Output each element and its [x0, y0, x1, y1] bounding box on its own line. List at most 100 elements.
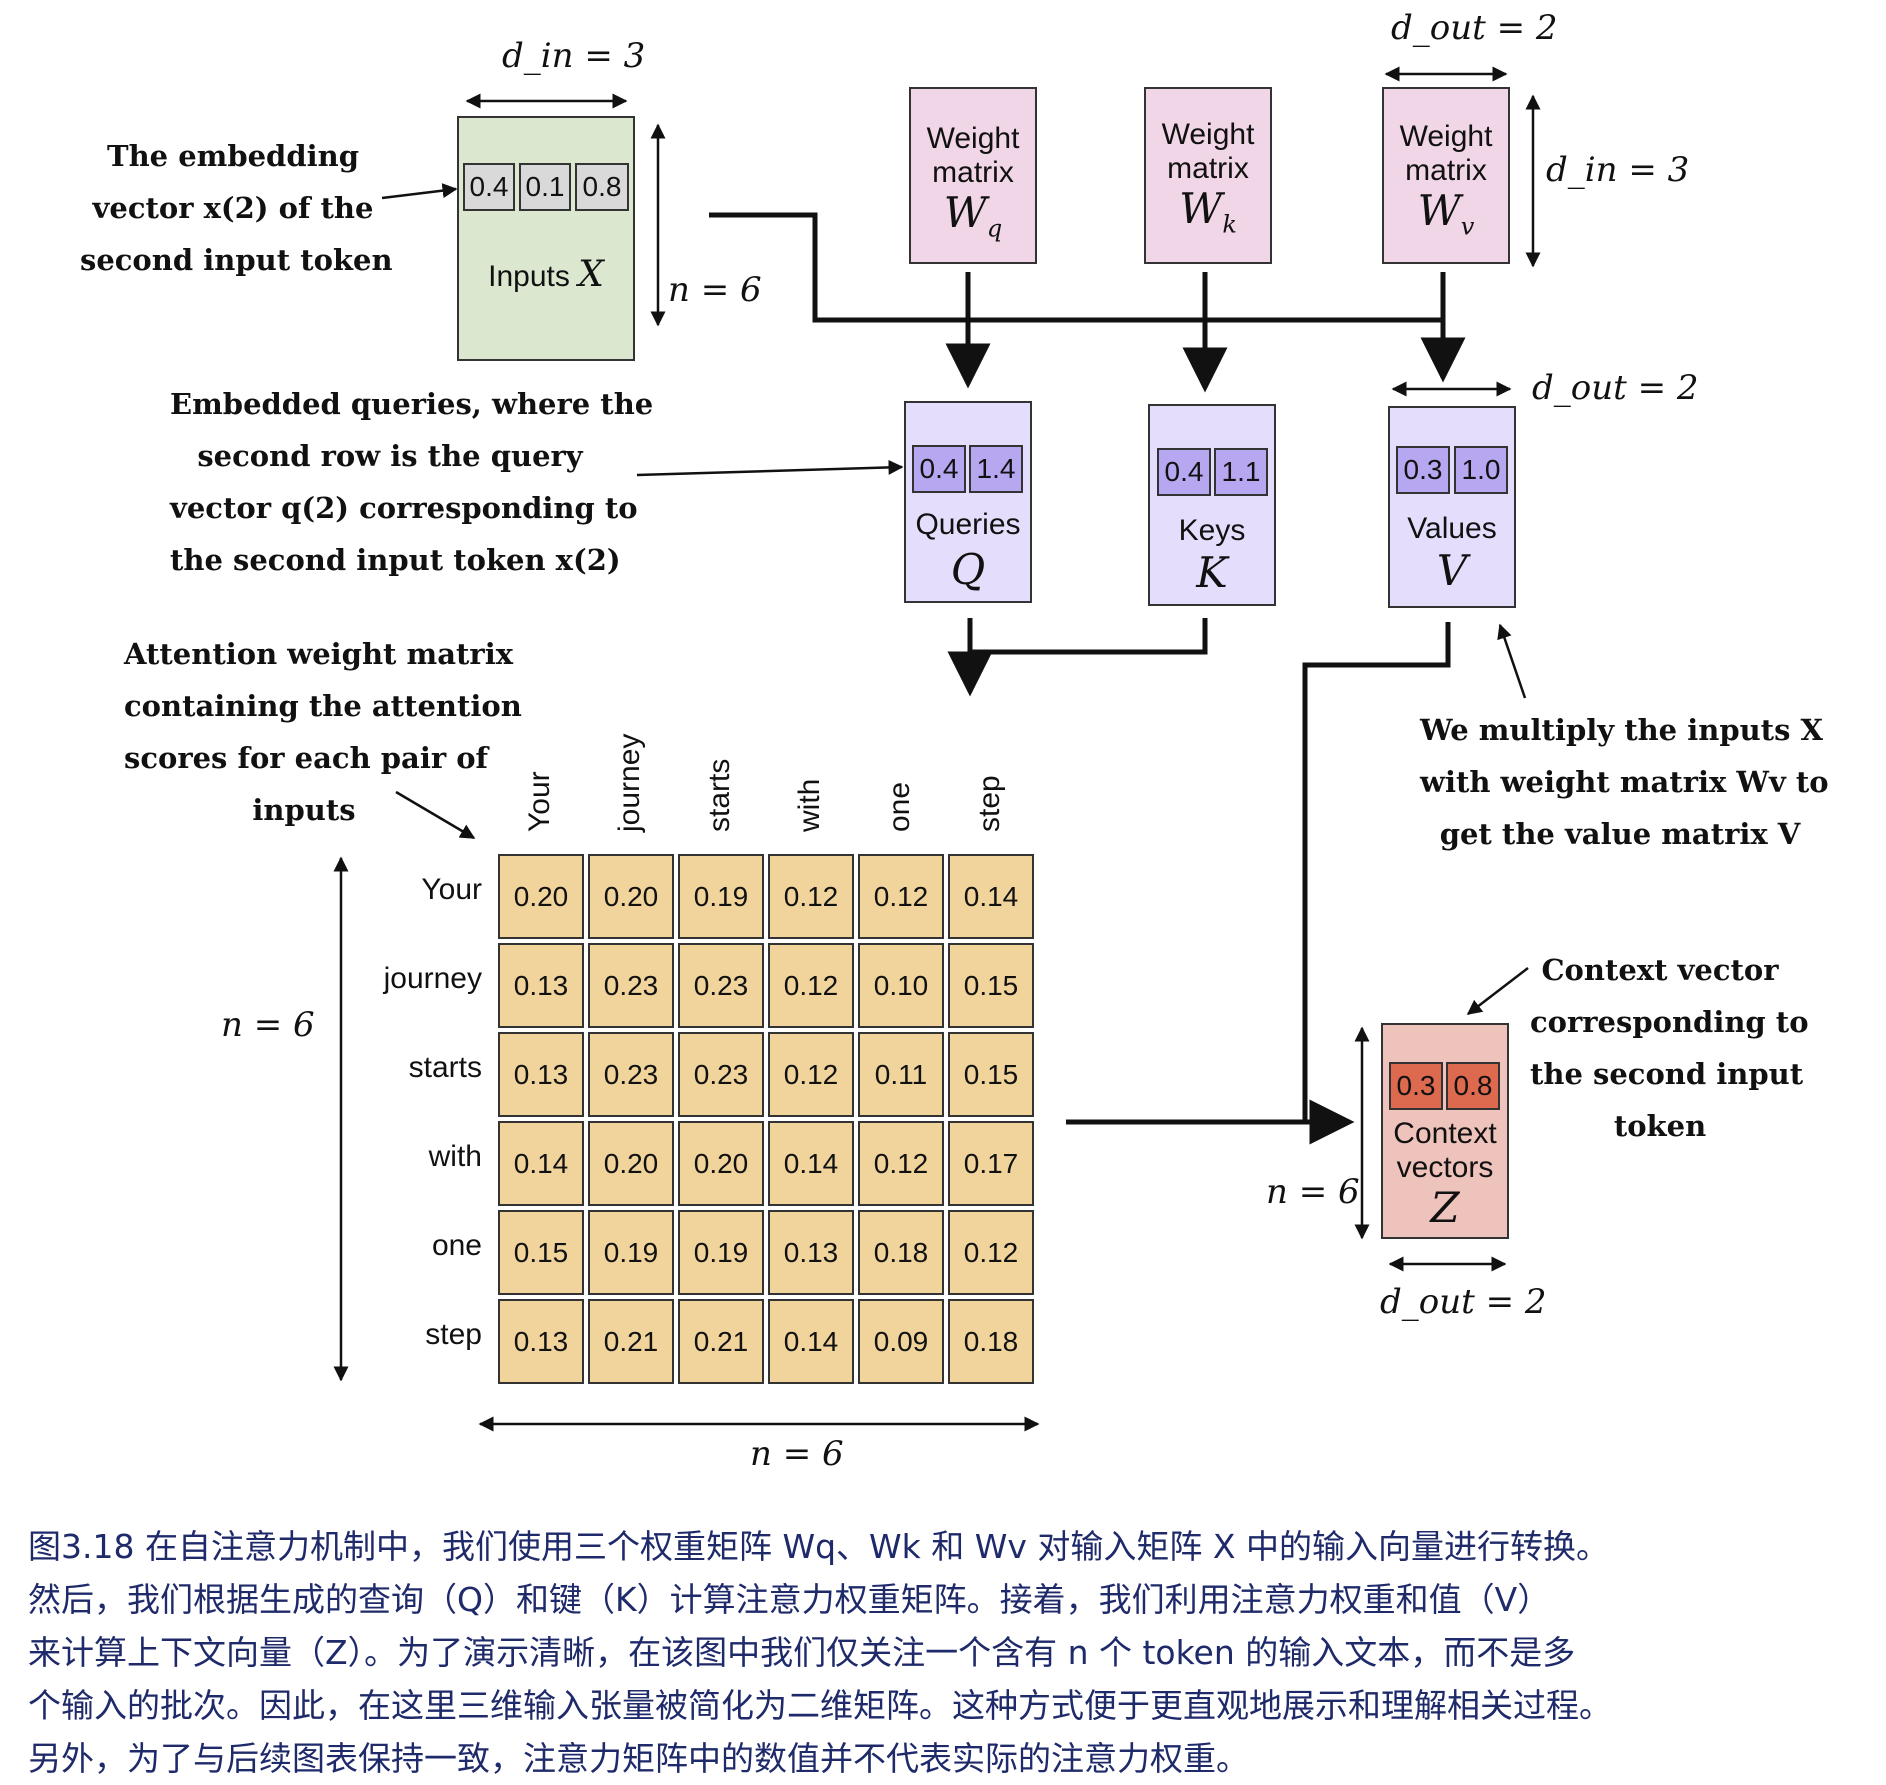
diagram-canvas: [333, 66, 1541, 1432]
attention-value-5-0: 0.13: [513, 1326, 569, 1357]
attention-value-5-2: 0.21: [693, 1326, 749, 1357]
attention-value-3-4: 0.12: [873, 1148, 929, 1179]
attention-value-5-3: 0.14: [783, 1326, 839, 1357]
attention-cell-2-1: [588, 1032, 674, 1117]
queries-line-4: the second input token x(2): [170, 543, 621, 577]
caption-line-3: 来计算上下文向量（Z）。为了演示清晰，在该图中我们仅关注一个含有 n 个 tok…: [28, 1633, 1576, 1672]
attention-value-4-4: 0.18: [873, 1237, 929, 1268]
weight-q-label: Weight matrix: [926, 122, 1020, 189]
keys-symbol: K: [1196, 548, 1228, 597]
attention-cell-5-0: [498, 1299, 584, 1384]
attention-cell-0-3: [768, 854, 854, 939]
attention-value-0-0: 0.20: [513, 881, 569, 912]
attention-matrix: [498, 854, 1034, 1384]
queries-label: Queries: [915, 508, 1021, 541]
attention-cell-1-0: [498, 943, 584, 1028]
attention-value-2-3: 0.12: [783, 1059, 839, 1090]
context-line-3: the second input: [1530, 1057, 1804, 1091]
row-header-0: Your: [421, 873, 482, 906]
attention-value-5-4: 0.09: [873, 1326, 929, 1357]
attention-cell-1-3: [768, 943, 854, 1028]
attention-value-1-1: 0.23: [603, 970, 659, 1001]
keys-box: [1148, 404, 1276, 606]
connectors: [709, 212, 1466, 1145]
attention-value-3-5: 0.17: [963, 1148, 1019, 1179]
din-top-label: d_in = 3: [502, 36, 646, 76]
figure-caption: 图3.18 在自注意力机制中，我们使用三个权重矩阵 Wq、Wk 和 Wv 对输入…: [28, 1520, 1868, 1785]
attention-cell-2-2: [678, 1032, 764, 1117]
context-cell-2: [1446, 1062, 1500, 1110]
n-bottom-label: n = 6: [750, 1434, 844, 1474]
attention-value-1-0: 0.13: [513, 970, 569, 1001]
attention-cell-5-2: [678, 1299, 764, 1384]
din-right-label: d_in = 3: [1546, 150, 1690, 190]
attention-value-1-3: 0.12: [783, 970, 839, 1001]
inputs-box: [457, 116, 635, 361]
attention-value-0-4: 0.12: [873, 881, 929, 912]
inputs-label: Inputs X: [458, 257, 634, 294]
weight-k-w: W: [1179, 184, 1223, 233]
weight-q-symbol: Wq: [910, 188, 1036, 242]
attention-value-2-4: 0.11: [874, 1059, 928, 1090]
n-inputs-label: n = 6: [668, 270, 762, 310]
attention-value-4-3: 0.13: [783, 1237, 839, 1268]
col-header-5: step: [973, 775, 1006, 832]
col-header-4: one: [883, 781, 916, 832]
context-value-2: 0.8: [1453, 1070, 1493, 1101]
attention-cell-3-1: [588, 1121, 674, 1206]
attention-value-1-5: 0.15: [963, 970, 1019, 1001]
attention-line-1: Attention weight matrix: [124, 637, 513, 671]
weight-k-symbol: Wk: [1145, 184, 1271, 238]
values-symbol: V: [1436, 546, 1468, 595]
attention-value-4-1: 0.19: [603, 1237, 659, 1268]
weight-k-label: Weight matrix: [1161, 118, 1255, 185]
attention-line-3: scores for each pair of: [124, 741, 489, 775]
embedding-line-2: vector x(2) of the: [92, 191, 374, 225]
query-cell-1: [912, 445, 966, 493]
attention-line-4: inputs: [252, 793, 356, 827]
queries-line-1: Embedded queries, where the: [170, 387, 654, 421]
attention-cell-4-3: [768, 1210, 854, 1295]
attention-value-0-1: 0.20: [603, 881, 659, 912]
attention-cell-2-3: [768, 1032, 854, 1117]
attention-cell-1-1: [588, 943, 674, 1028]
attention-cell-4-5: [948, 1210, 1034, 1295]
value-value-2: 1.0: [1461, 454, 1501, 485]
input-cell-1: [463, 163, 515, 211]
attention-cell-5-4: [858, 1299, 944, 1384]
attention-cell-5-3: [768, 1299, 854, 1384]
attention-value-1-2: 0.23: [693, 970, 749, 1001]
col-header-0: Your: [523, 771, 556, 832]
weight-v-sub: v: [1460, 212, 1475, 241]
attention-value-4-2: 0.19: [693, 1237, 749, 1268]
dout-bottom-label: d_out = 2: [1380, 1282, 1547, 1322]
key-cell-2: [1214, 448, 1268, 496]
attention-value-1-4: 0.10: [873, 970, 929, 1001]
row-header-5: step: [425, 1318, 482, 1351]
inputs-label-text: Inputs: [488, 260, 570, 293]
dout-values-label: d_out = 2: [1532, 368, 1699, 408]
queries-line-3: vector q(2) corresponding to: [170, 491, 638, 525]
attention-cell-0-1: [588, 854, 674, 939]
n-context-label: n = 6: [1266, 1172, 1360, 1212]
weight-q-w: W: [943, 188, 987, 237]
row-header-1: journey: [383, 962, 482, 995]
attention-value-2-1: 0.23: [603, 1059, 659, 1090]
weight-q-box: [909, 87, 1037, 264]
attention-cell-2-5: [948, 1032, 1034, 1117]
context-annotation: Context vector corresponding to the seco…: [1530, 944, 1809, 1152]
key-value-1: 0.4: [1164, 456, 1204, 487]
n-left-label: n = 6: [221, 1005, 315, 1045]
values-box: [1388, 406, 1516, 608]
input-value-3: 0.8: [582, 171, 622, 202]
weight-v-box: [1382, 87, 1510, 264]
weight-k-box: [1144, 87, 1272, 264]
attention-cell-0-2: [678, 854, 764, 939]
context-line-4: token: [1613, 1109, 1707, 1143]
query-value-2: 1.4: [976, 453, 1016, 484]
input-cell-3: [575, 163, 629, 211]
attention-value-0-5: 0.14: [963, 881, 1019, 912]
attention-cell-3-0: [498, 1121, 584, 1206]
attention-value-4-0: 0.15: [513, 1237, 569, 1268]
context-value-1: 0.3: [1396, 1070, 1436, 1101]
